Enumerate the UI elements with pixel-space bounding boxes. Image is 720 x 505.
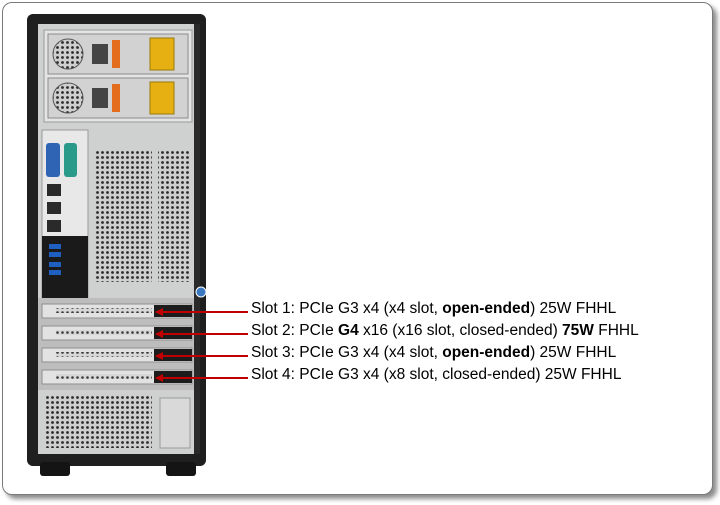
usb-port-2: [49, 252, 61, 257]
vga-port: [46, 143, 60, 177]
ethernet-port-1: [47, 184, 61, 196]
psu-connector: [92, 88, 108, 108]
slot-label-4: Slot 4: PCIe G3 x4 (x8 slot, closed-ende…: [251, 366, 622, 383]
serial-port: [64, 143, 77, 177]
ethernet-port-3: [47, 220, 61, 232]
usb-port-3: [49, 262, 61, 267]
pcie-slot-4: [41, 369, 193, 385]
chassis-side-rail: [194, 24, 200, 454]
usb-port-1: [49, 244, 61, 249]
slot-label-2: Slot 2: PCIe G4 x16 (x16 slot, closed-en…: [251, 322, 639, 339]
fan-icon: [52, 38, 84, 70]
vent-grille-main: [94, 150, 152, 282]
id-button: [195, 286, 207, 298]
psu-connector: [92, 44, 108, 64]
usb-block: [42, 236, 88, 298]
slot-label-3: Slot 3: PCIe G3 x4 (x4 slot, open-ended)…: [251, 344, 617, 361]
psu-2: [47, 77, 189, 119]
ethernet-port-2: [47, 202, 61, 214]
psu-handle: [112, 40, 120, 68]
side-latch: [159, 397, 191, 449]
fan-icon: [52, 82, 84, 114]
pcie-slot-area: [38, 298, 194, 390]
vent-grille-right: [158, 150, 190, 282]
psu-1: [47, 33, 189, 75]
io-area: [41, 129, 207, 299]
slot-label-1: Slot 1: PCIe G3 x4 (x4 slot, open-ended)…: [251, 300, 617, 317]
chassis-foot-right: [166, 462, 196, 476]
vent-grille-bottom: [44, 394, 152, 448]
chassis-foot-left: [40, 462, 70, 476]
usb-port-4: [49, 270, 61, 275]
psu-handle: [112, 84, 120, 112]
psu-warning-label: [149, 81, 175, 115]
pcie-slot-2: [41, 325, 193, 341]
psu-bay: [43, 29, 193, 123]
psu-warning-label: [149, 37, 175, 71]
callout-arrows: [155, 308, 248, 382]
